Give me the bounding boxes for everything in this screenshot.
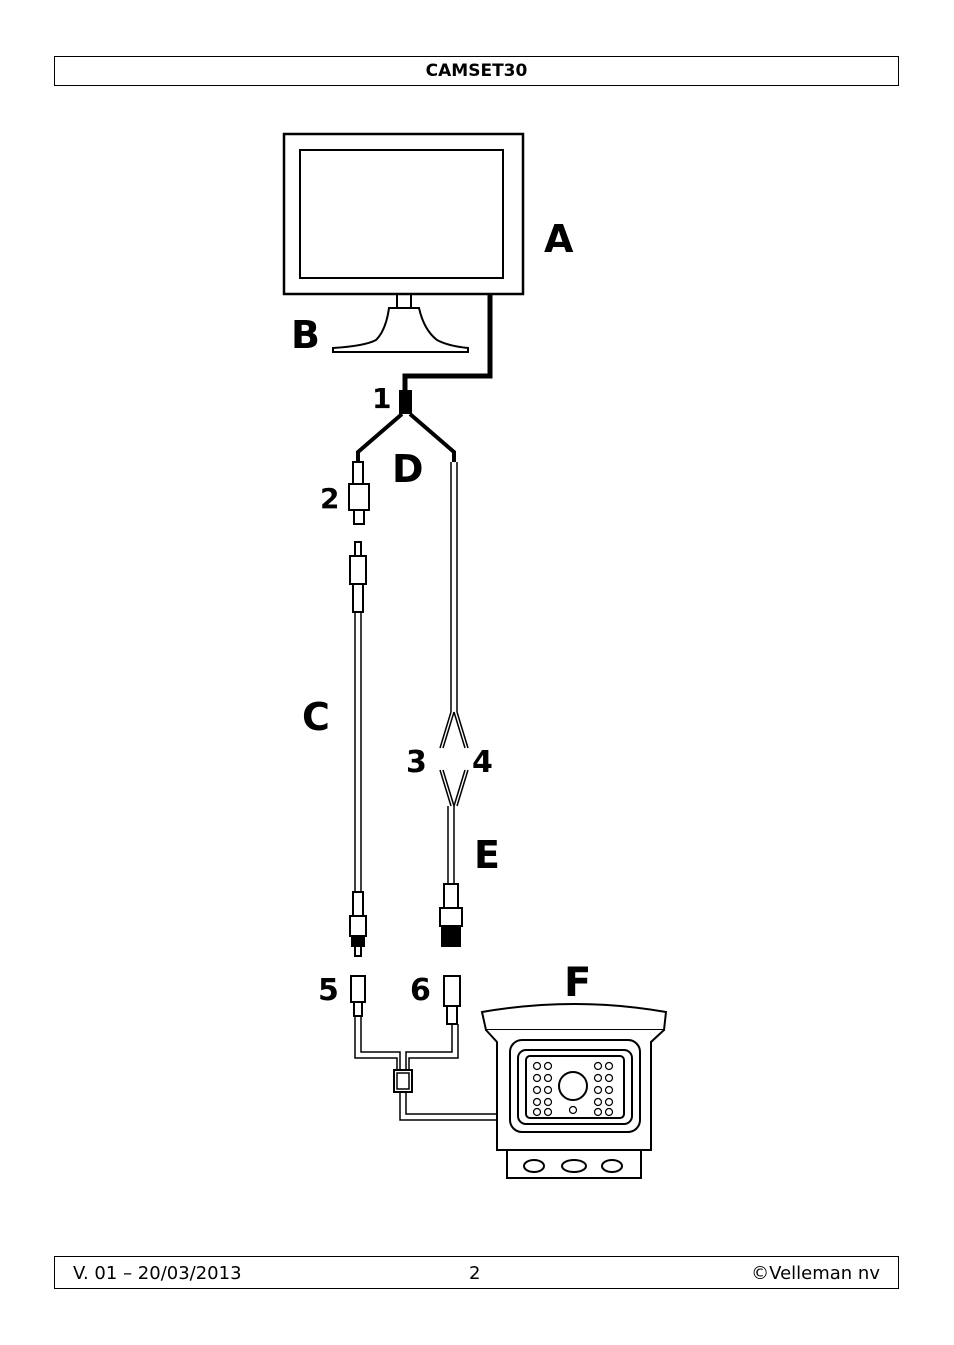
version-text: V. 01 – 20/03/2013 — [73, 1263, 242, 1284]
cable-e-plug — [439, 883, 463, 947]
splitter-branches — [356, 412, 456, 462]
cable-c-top-plug — [349, 541, 367, 613]
monitor — [282, 132, 525, 353]
label-a: A — [544, 217, 574, 261]
label-f: F — [564, 960, 591, 1006]
connector-2 — [348, 461, 370, 525]
label-1: 1 — [372, 382, 391, 415]
label-b: B — [291, 313, 320, 357]
footer-bar: V. 01 – 20/03/2013 2 ©Velleman nv — [54, 1256, 899, 1289]
connector-5 — [350, 975, 366, 1017]
camera — [480, 1003, 668, 1179]
copyright-text: ©Velleman nv — [751, 1263, 880, 1284]
label-c: C — [302, 695, 330, 739]
label-e: E — [474, 833, 500, 877]
cable-d-right — [450, 462, 458, 712]
label-6: 6 — [410, 973, 431, 1008]
label-3: 3 — [406, 745, 427, 780]
cable-e — [447, 806, 455, 884]
label-4: 4 — [472, 745, 493, 780]
cable-c — [354, 612, 362, 892]
connector-6 — [443, 975, 461, 1025]
cable-c-bottom-plug — [349, 891, 367, 957]
label-5: 5 — [318, 973, 339, 1008]
camera-wiring — [354, 1016, 500, 1121]
document-title: CAMSET30 — [425, 61, 528, 81]
header-bar: CAMSET30 — [54, 56, 899, 86]
page-number: 2 — [469, 1263, 481, 1284]
monitor-cable — [402, 294, 493, 392]
splitter-connector — [399, 390, 412, 414]
label-2: 2 — [320, 482, 339, 515]
label-d: D — [392, 447, 424, 491]
split-3-4 — [439, 711, 469, 807]
